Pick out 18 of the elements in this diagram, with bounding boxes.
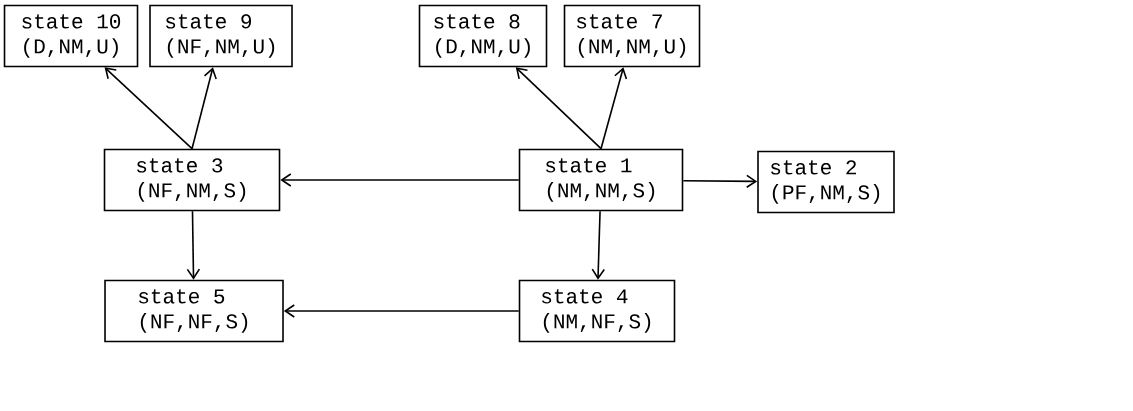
state-box: state 3 (NF,NM,S)	[103, 148, 281, 212]
state-box: state 2 (PF,NM,S)	[757, 150, 895, 214]
arrow	[104, 67, 193, 150]
state-box: state 7 (NM,NM,U)	[563, 4, 701, 68]
state-box: state 5 (NF,NF,S)	[104, 279, 284, 343]
arrow	[186, 210, 201, 280]
arrow	[280, 173, 520, 187]
state-box: state 9 (NF,NM,U)	[149, 4, 293, 68]
arrow	[591, 210, 606, 280]
arrow	[682, 174, 758, 189]
state-box: state 8 (D,NM,U)	[418, 4, 548, 68]
arrow	[600, 67, 628, 150]
state-box: state 10 (D,NM,U)	[3, 4, 139, 68]
state-box: state 1 (NM,NM,S)	[518, 148, 684, 212]
arrow	[283, 304, 520, 318]
arrow	[191, 67, 217, 150]
state-box: state 4 (NM,NF,S)	[518, 279, 676, 343]
arrow	[515, 67, 602, 150]
